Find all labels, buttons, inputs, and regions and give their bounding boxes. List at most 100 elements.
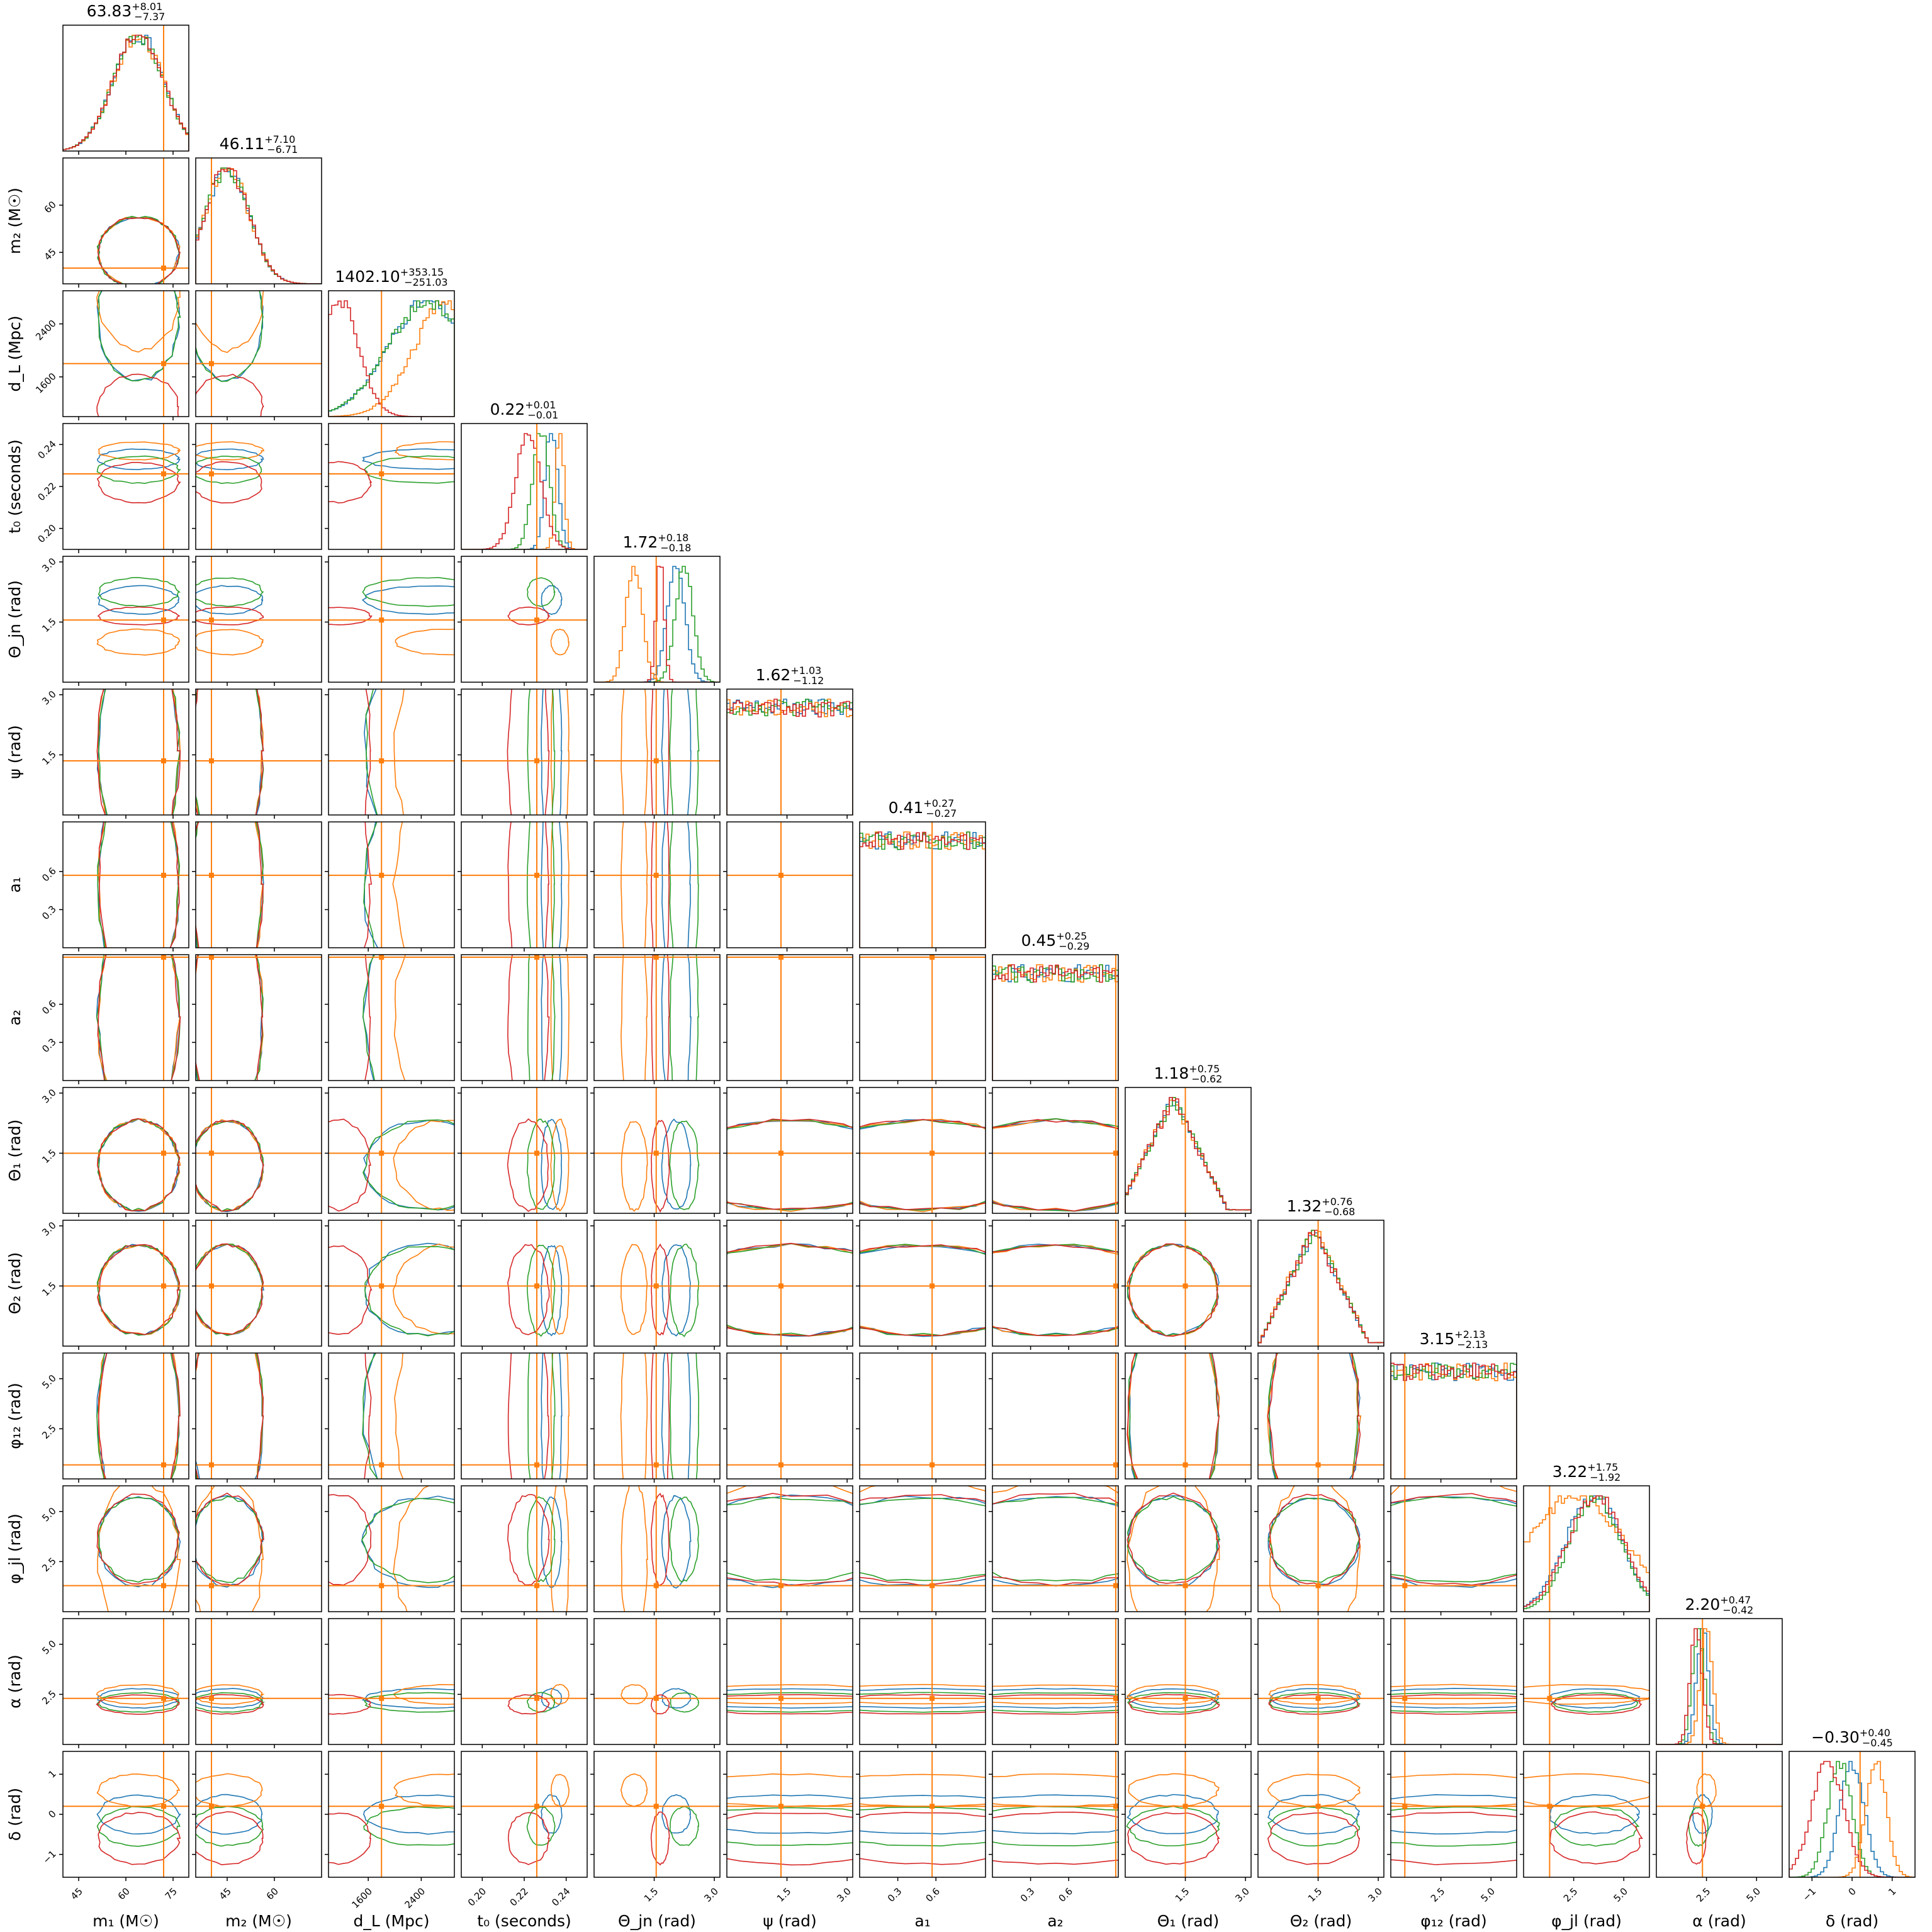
truth-marker [161, 1462, 166, 1468]
x-tick-label-dL: 1600 [349, 1885, 374, 1911]
panel-content [1125, 1220, 1251, 1346]
panel-frame [859, 954, 986, 1081]
contour-theta1-psi-series-4 [727, 1118, 853, 1210]
panel-frame [328, 1352, 455, 1480]
x-tick-label-a2: 0.3 [1018, 1885, 1037, 1904]
contour-delta-dL-series-3 [363, 1806, 454, 1846]
panel-content [1125, 1353, 1251, 1479]
panel-content [196, 291, 322, 417]
title-minus: −251.03 [404, 276, 447, 288]
contour-phijl-dL-series-2 [393, 1486, 430, 1612]
truth-marker [161, 1804, 166, 1809]
truth-marker [209, 1283, 214, 1289]
truth-marker [653, 1283, 659, 1289]
truth-marker [1182, 1283, 1188, 1289]
panel-theta2-vs-thetajn [590, 1220, 721, 1350]
title-delta: −0.30+0.40−0.45 [1811, 1727, 1893, 1749]
truth-marker [379, 872, 385, 878]
panel-frame [593, 1751, 721, 1878]
contour-theta2-a2-series-2 [992, 1244, 1118, 1336]
contour-t0-m1-series-3 [96, 455, 181, 485]
contour-alpha-a2-series-2 [992, 1684, 1118, 1705]
truth-marker [209, 617, 214, 623]
contour-a2-m2-series-4 [196, 955, 264, 1081]
contour-phijl-a1-series-1 [860, 1495, 986, 1587]
panel-content [1391, 1619, 1517, 1744]
panel-content [329, 955, 454, 1081]
truth-marker [379, 758, 385, 764]
contour-alpha-phi12-series-1 [1391, 1688, 1517, 1709]
truth-marker [161, 955, 166, 960]
contour-phijl-dL-series-1 [361, 1495, 454, 1588]
panel-content [1524, 1486, 1649, 1612]
title-plus: +1.03 [790, 665, 821, 677]
contour-a2-m1-series-1 [96, 955, 181, 1081]
y-tick-label-m2: 45 [42, 246, 59, 262]
contour-alpha-psi-series-1 [727, 1688, 853, 1709]
contour-phijl-a1-series-3 [860, 1498, 986, 1581]
contour-phijl-t0-series-2 [550, 1486, 570, 1612]
panel-content [594, 955, 720, 1081]
contour-a2-m2-series-3 [196, 955, 264, 1081]
panel-frame [328, 1485, 455, 1612]
contour-t0-dL-series-1 [362, 448, 454, 470]
truth-marker [653, 955, 659, 960]
contour-a1-m2-series-4 [196, 822, 264, 948]
title-phi12: 3.15+2.13−2.13 [1420, 1328, 1488, 1351]
contour-a1-m1-series-4 [98, 822, 180, 948]
x-tick-label-delta: −1 [1800, 1885, 1818, 1903]
panel-phijl-vs-phijl: 3.22+1.75−1.92 [1523, 1461, 1650, 1615]
panel-alpha-vs-alpha: 2.20+0.47−0.42 [1656, 1594, 1783, 1748]
panel-frame [461, 1618, 588, 1745]
panel-content [992, 1353, 1118, 1479]
y-axis-label-phi12: φ₁₂ (rad) [6, 1383, 24, 1449]
contour-psi-thetajn-series-1 [661, 689, 692, 815]
truth-marker [534, 1150, 539, 1156]
truth-marker [1315, 1583, 1321, 1588]
truth-marker [379, 1150, 385, 1156]
y-tick-label-t0: 0.22 [35, 480, 58, 503]
y-tick-label-theta2: 1.5 [40, 1280, 59, 1299]
x-tick-label-psi: 1.5 [775, 1885, 794, 1904]
title-minus: −0.18 [660, 542, 691, 554]
contour-psi-m1-series-3 [98, 689, 181, 815]
truth-marker [379, 471, 385, 476]
contour-theta1-psi-series-2 [727, 1120, 853, 1212]
title-minus: −0.42 [1722, 1604, 1753, 1616]
contour-psi-t0-series-1 [541, 689, 563, 815]
contour-delta-psi-series-3 [727, 1807, 853, 1846]
contour-delta-a1-series-4 [860, 1812, 986, 1865]
contour-t0-m2-series-4 [196, 461, 262, 504]
truth-marker [209, 758, 214, 764]
panel-content [461, 1087, 587, 1213]
contour-delta-phijl-series-3 [1554, 1806, 1640, 1847]
x-tick-label-theta2: 3.0 [1366, 1885, 1384, 1904]
panel-thetajn-vs-m2 [192, 556, 322, 686]
panel-frame [726, 1352, 853, 1480]
contour-delta-a1-series-2 [860, 1773, 986, 1807]
x-axis-label-psi: ψ (rad) [763, 1912, 816, 1930]
x-tick-label-a2: 0.6 [1057, 1885, 1076, 1904]
panel-frame [62, 821, 189, 948]
y-tick-label-dL: 2400 [33, 318, 59, 343]
contour-delta-thetajn-series-4 [650, 1811, 670, 1866]
title-value: 1402.10 [335, 267, 400, 286]
truth-marker [534, 955, 539, 960]
contour-phi12-dL-series-3 [362, 1353, 378, 1479]
panel-content [461, 822, 587, 948]
contour-phi12-t0-series-2 [550, 1353, 570, 1479]
y-tick-label-alpha: 5.0 [40, 1638, 59, 1657]
panel-m2-vs-m2: 46.11+7.10−6.71 [195, 133, 322, 288]
contour-alpha-a1-series-4 [860, 1693, 986, 1715]
contour-a1-thetajn-series-1 [661, 822, 692, 948]
contour-a2-dL-series-4 [364, 955, 371, 1081]
title-alpha: 2.20+0.47−0.42 [1685, 1594, 1754, 1616]
title-value: 3.22 [1553, 1463, 1588, 1481]
contour-psi-m1-series-2 [96, 689, 181, 815]
panel-frame [992, 1087, 1119, 1214]
contour-theta1-t0-series-1 [541, 1118, 563, 1210]
panel-content [63, 1220, 189, 1346]
x-axis-label-a2: a₂ [1047, 1912, 1063, 1930]
contour-theta1-a2-series-1 [992, 1118, 1118, 1212]
